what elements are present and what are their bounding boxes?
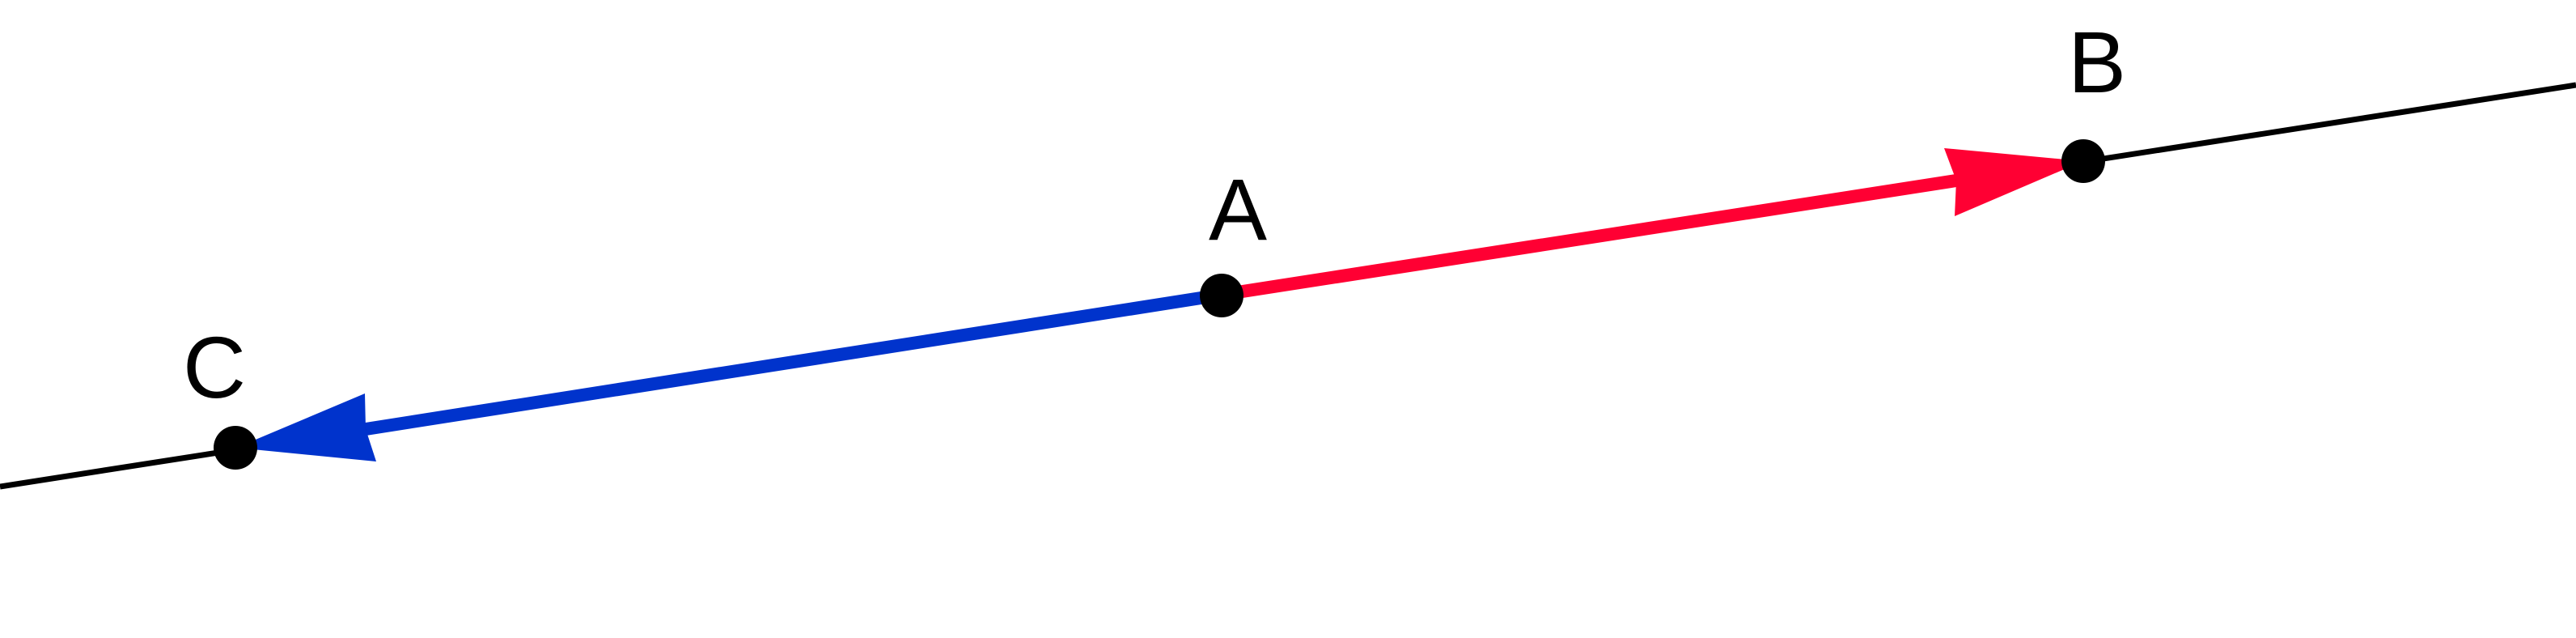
- point-b: [2061, 139, 2105, 183]
- vector-ac-shaft: [364, 288, 1223, 436]
- point-a-label: A: [1209, 160, 1267, 258]
- vector-ab-arrowhead: [1944, 148, 2083, 216]
- point-b-label: B: [2068, 13, 2126, 111]
- point-c: [214, 426, 257, 470]
- vector-ab: [1220, 148, 2083, 301]
- point-a: [1200, 274, 1244, 317]
- point-c-label: C: [183, 318, 246, 416]
- vector-ac-arrowhead: [236, 393, 376, 461]
- vector-ac: [236, 288, 1223, 461]
- vector-ab-shaft: [1220, 174, 1958, 301]
